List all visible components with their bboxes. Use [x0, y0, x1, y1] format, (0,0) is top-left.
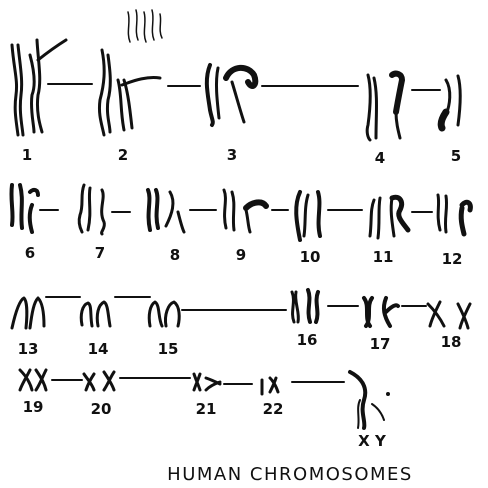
- label-19: 19: [23, 398, 44, 416]
- label-10: 10: [300, 248, 321, 266]
- chromosome-pair-7: [79, 185, 104, 234]
- chromosome-pair-12: [438, 195, 470, 234]
- chromosome-pair-xy: [350, 372, 390, 428]
- chromosome-pair-13: [12, 298, 44, 328]
- label-22: 22: [263, 400, 284, 418]
- label-17: 17: [370, 335, 391, 353]
- chromosome-pair-14: [81, 302, 110, 326]
- label-8: 8: [170, 246, 180, 264]
- label-6: 6: [25, 244, 35, 262]
- chromosome-pair-15: [149, 302, 179, 326]
- label-5: 5: [451, 147, 461, 165]
- chromosome-pair-4: [367, 74, 402, 140]
- chromosome-pair-8: [148, 190, 184, 232]
- label-7: 7: [95, 244, 105, 262]
- label-13: 13: [18, 340, 39, 358]
- label-9: 9: [236, 246, 246, 264]
- chromosome-pair-2: [99, 10, 162, 135]
- chromosome-pair-5: [441, 76, 460, 128]
- label-15: 15: [158, 340, 179, 358]
- chromosome-pair-10: [296, 192, 320, 240]
- chromosome-pair-17: [364, 298, 398, 326]
- chromosome-pair-22: [262, 378, 278, 394]
- label-16: 16: [297, 331, 318, 349]
- chromosome-pair-9: [224, 190, 266, 232]
- chromosome-pair-21: [194, 374, 220, 390]
- chromosome-pair-3: [207, 65, 255, 125]
- label-2: 2: [118, 146, 128, 164]
- label-3: 3: [227, 146, 237, 164]
- label-14: 14: [88, 340, 109, 358]
- chromosome-pair-18: [428, 302, 470, 328]
- label-18: 18: [441, 333, 462, 351]
- chromosome-pair-1: [12, 40, 66, 135]
- label-4: 4: [375, 149, 385, 167]
- label-11: 11: [373, 248, 394, 266]
- sex-chromosome-label: X Y: [358, 432, 387, 450]
- label-12: 12: [442, 250, 463, 268]
- chromosome-pair-11: [370, 197, 408, 238]
- label-1: 1: [22, 146, 32, 164]
- label-20: 20: [91, 400, 112, 418]
- chromosome-pair-19: [20, 370, 46, 390]
- diagram-title: HUMAN CHROMOSOMES: [167, 464, 413, 485]
- chromosome-pair-16: [292, 290, 318, 322]
- chromosome-pair-6: [11, 185, 38, 232]
- label-21: 21: [196, 400, 217, 418]
- chromosome-pair-20: [84, 372, 114, 390]
